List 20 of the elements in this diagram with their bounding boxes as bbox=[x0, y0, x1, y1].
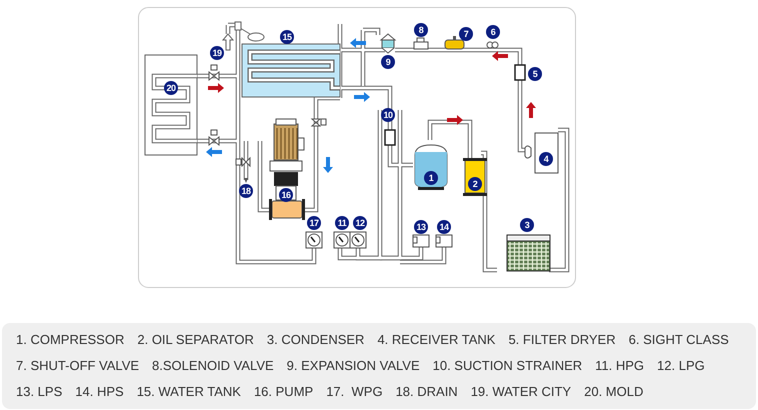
key-entry: 11. HPG bbox=[595, 357, 644, 375]
key-entry: 19. WATER CITY bbox=[470, 383, 572, 401]
key-entry: 12. LPG bbox=[657, 357, 705, 375]
key-entry: 9. EXPANSION VALVE bbox=[286, 357, 420, 375]
key-entry: 15. WATER TANK bbox=[136, 383, 241, 401]
key-entry: 13. LPS bbox=[16, 383, 62, 401]
key-entry: 5. FILTER DRYER bbox=[508, 331, 616, 349]
key-entry: 14. HPS bbox=[75, 383, 124, 401]
key-entry: 2. OIL SEPARATOR bbox=[137, 331, 254, 349]
key-entry: 7. SHUT-OFF VALVE bbox=[16, 357, 140, 375]
key-entry: 1. COMPRESSOR bbox=[16, 331, 124, 349]
key-entry: 10. SUCTION STRAINER bbox=[432, 357, 582, 375]
key-entry: 17. WPG bbox=[326, 383, 383, 401]
key-entry: 8.SOLENOID VALVE bbox=[152, 357, 274, 375]
key-entry: 16. PUMP bbox=[254, 383, 314, 401]
key-entry: 4. RECEIVER TANK bbox=[377, 331, 496, 349]
key-entry: 6. SIGHT CLASS bbox=[628, 331, 729, 349]
key-entry: 20. MOLD bbox=[584, 383, 644, 401]
key-entry: 18. DRAIN bbox=[396, 383, 458, 401]
key-entry: 3. CONDENSER bbox=[266, 331, 364, 349]
